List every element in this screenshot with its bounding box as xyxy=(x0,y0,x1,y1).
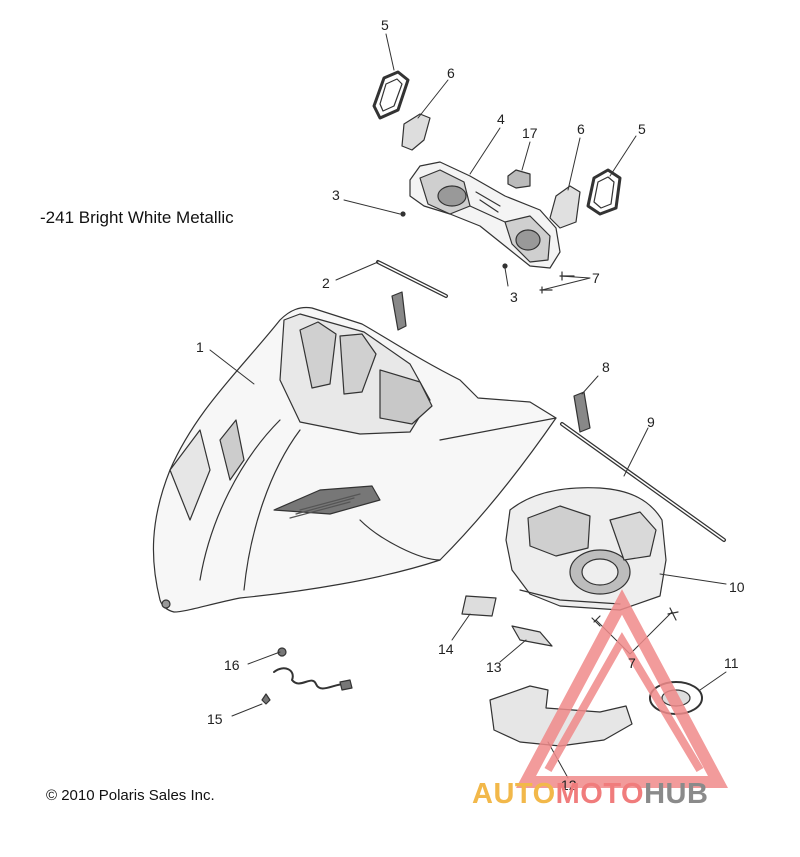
callout-9: 9 xyxy=(647,414,655,430)
callout-13: 13 xyxy=(486,659,502,675)
callout-1: 1 xyxy=(196,339,204,355)
part-7-upper-clips xyxy=(539,271,575,294)
part-8-bracket xyxy=(573,391,591,433)
callout-6: 6 xyxy=(577,121,585,137)
part-5-right-gasket xyxy=(586,168,622,216)
part-6-right-lens xyxy=(549,185,581,229)
callout-3: 3 xyxy=(510,289,518,305)
callout-10: 10 xyxy=(729,579,745,595)
part-15-screw xyxy=(261,693,271,705)
wire-harness xyxy=(273,667,353,691)
callout-16: 16 xyxy=(224,657,240,673)
part-3-screw-a xyxy=(400,211,406,217)
callout-15: 15 xyxy=(207,711,223,727)
color-variant-label: -241 Bright White Metallic xyxy=(40,208,234,227)
callout-4: 4 xyxy=(497,111,505,127)
callout-5: 5 xyxy=(381,17,389,33)
part-3-screw-b xyxy=(502,263,508,269)
callout-8: 8 xyxy=(602,359,610,375)
callout-3: 3 xyxy=(332,187,340,203)
callout-2: 2 xyxy=(322,275,330,291)
watermark-logo-triangle xyxy=(516,589,728,788)
callout-7: 7 xyxy=(592,270,600,286)
watermark-auto: AUTO xyxy=(472,778,556,810)
part-17-bulb xyxy=(507,169,531,189)
part-4-headlight-housing xyxy=(409,161,561,269)
callout-5: 5 xyxy=(638,121,646,137)
callout-numbers: 5 6 4 17 6 5 3 3 7 2 1 8 9 10 14 13 7 11… xyxy=(196,17,745,793)
callout-14: 14 xyxy=(438,641,454,657)
part-10-inner-panel xyxy=(505,487,667,611)
callout-6: 6 xyxy=(447,65,455,81)
part-5-left-gasket xyxy=(372,70,410,120)
watermark-hub: HUB xyxy=(644,778,709,810)
upper-bracket xyxy=(391,291,407,331)
copyright-notice: © 2010 Polaris Sales Inc. xyxy=(46,787,215,804)
part-16-grommet xyxy=(277,647,287,657)
callout-7: 7 xyxy=(628,655,636,671)
watermark-moto: MOTO xyxy=(555,778,645,810)
part-2-trim-strip xyxy=(376,260,448,298)
part-14-decal xyxy=(461,595,497,617)
watermark-logo-text: AUTOMOTOHUB xyxy=(472,778,708,811)
callout-12: 12 xyxy=(561,777,577,793)
part-9-trim-strip xyxy=(560,422,726,542)
callout-17: 17 xyxy=(522,125,538,141)
callout-11: 11 xyxy=(724,655,739,671)
part-13-decal xyxy=(511,625,553,647)
part-6-left-lens xyxy=(401,113,431,151)
